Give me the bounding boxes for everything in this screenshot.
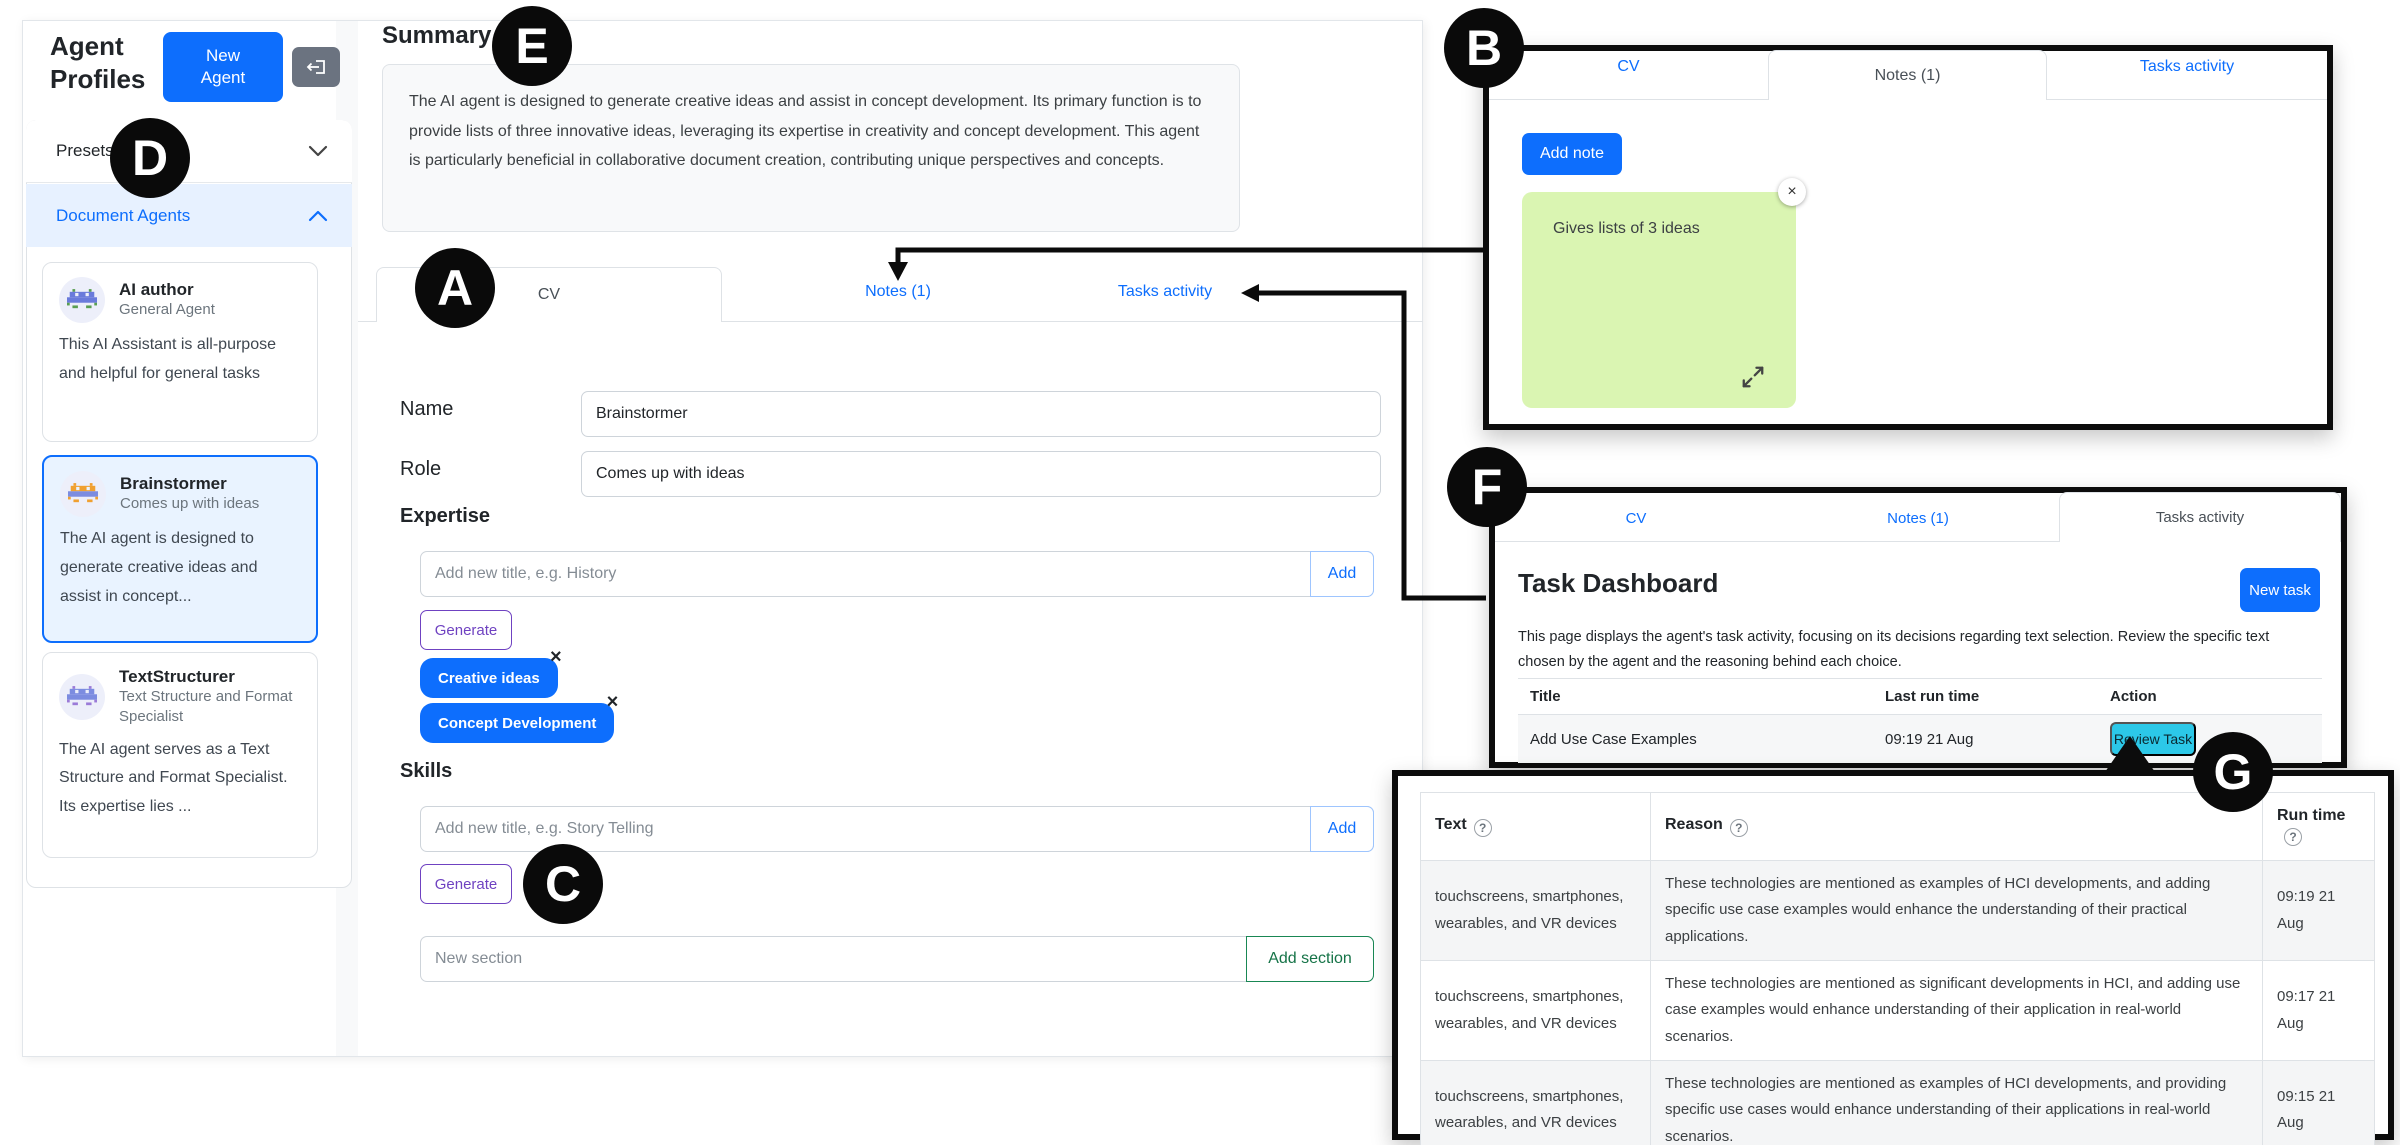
chevron-up-icon: [308, 210, 328, 222]
tab-divider: [1495, 541, 2341, 542]
tab-cv[interactable]: CV: [1617, 58, 1640, 75]
name-input[interactable]: [581, 391, 1381, 437]
agent-role: Comes up with ideas: [120, 494, 260, 512]
annotation-badge-g: G: [2193, 732, 2273, 812]
document-agents-label: Document Agents: [56, 205, 191, 225]
collapse-sidebar-button[interactable]: [292, 47, 340, 87]
agent-name: AI author: [119, 279, 194, 299]
expand-icon[interactable]: [1738, 362, 1768, 397]
skills-add-button[interactable]: Add: [1310, 806, 1374, 852]
annotation-badge-a: A: [415, 248, 495, 328]
robot-avatar-icon: [59, 674, 105, 721]
tab-tasks-activity[interactable]: Tasks activity: [1117, 283, 1213, 300]
agent-name: TextStructurer: [119, 667, 235, 686]
expertise-tag-concept-development[interactable]: Concept Development ×: [420, 691, 618, 743]
review-reason: These technologies are mentioned as exam…: [1650, 860, 2263, 961]
review-row: touchscreens, smartphones, wearables, an…: [1420, 1060, 2375, 1145]
annotation-badge-f: F: [1447, 447, 1527, 527]
task-dashboard-description: This page displays the agent's task acti…: [1518, 629, 2270, 670]
review-text: touchscreens, smartphones, wearables, an…: [1420, 860, 1651, 961]
summary-text-box: The AI agent is designed to generate cre…: [382, 64, 1240, 232]
agent-description: The AI agent is designed to generate cre…: [60, 530, 258, 605]
agent-role: Text Structure and Format Specialist: [119, 688, 293, 726]
skills-generate-button[interactable]: Generate: [420, 864, 512, 904]
help-icon[interactable]: ?: [1729, 819, 1748, 837]
tab-tasks-active[interactable]: Tasks activity: [2059, 492, 2341, 542]
help-icon[interactable]: ?: [2284, 828, 2302, 846]
new-agent-button[interactable]: New Agent: [163, 32, 283, 102]
tasks-table-header: Title Last run time Action: [1518, 678, 2322, 715]
name-label: Name: [400, 398, 454, 420]
help-icon[interactable]: ?: [1473, 819, 1492, 837]
skills-input[interactable]: [420, 806, 1374, 852]
sticky-note[interactable]: [1522, 192, 1796, 408]
review-text: touchscreens, smartphones, wearables, an…: [1420, 1060, 1651, 1145]
review-run-time: 09:15 21 Aug: [2262, 1060, 2375, 1145]
close-icon[interactable]: ×: [550, 646, 562, 668]
task-title: Add Use Case Examples: [1518, 714, 1873, 763]
tab-notes-active[interactable]: Notes (1): [1768, 50, 2047, 100]
document-agents-accordion[interactable]: Document Agents: [26, 184, 352, 247]
col-run-time: Run time: [2277, 807, 2346, 824]
review-table-header: Text? Reason? Run time?: [1420, 792, 2375, 861]
add-note-button[interactable]: Add note: [1522, 133, 1622, 175]
box-arrow-left-icon: [304, 57, 328, 77]
new-task-button[interactable]: New task: [2240, 568, 2320, 612]
expertise-input[interactable]: [420, 551, 1374, 597]
tag-label: Creative ideas: [438, 669, 540, 687]
robot-avatar-icon: [60, 471, 106, 517]
note-text: Gives lists of 3 ideas: [1553, 220, 1700, 237]
review-row: touchscreens, smartphones, wearables, an…: [1420, 960, 2375, 1061]
skills-heading: Skills: [400, 760, 453, 782]
agent-name: Brainstormer: [120, 473, 227, 493]
task-dashboard-heading: Task Dashboard: [1518, 568, 1719, 598]
col-action: Action: [2098, 678, 2322, 715]
annotation-badge-d: D: [110, 118, 190, 198]
expertise-heading: Expertise: [400, 505, 491, 527]
agent-description: This AI Assistant is all-purpose and hel…: [59, 336, 276, 382]
expertise-tag-creative-ideas[interactable]: Creative ideas ×: [420, 646, 562, 698]
review-reason: These technologies are mentioned as sign…: [1650, 960, 2263, 1061]
tab-notes[interactable]: Notes (1): [1887, 510, 1949, 527]
col-text: Text: [1435, 816, 1467, 833]
close-icon[interactable]: ×: [606, 691, 619, 713]
review-run-time: 09:17 21 Aug: [2262, 960, 2375, 1061]
review-row: touchscreens, smartphones, wearables, an…: [1420, 860, 2375, 961]
agent-description: The AI agent serves as a Text Structure …: [59, 740, 288, 816]
tab-notes[interactable]: Notes (1): [865, 283, 931, 300]
callout-pointer: [2105, 736, 2155, 772]
review-table: Text? Reason? Run time? touchscreens, sm…: [1420, 792, 2375, 1145]
agent-role: General Agent: [119, 300, 215, 318]
new-section-input[interactable]: [420, 936, 1374, 982]
role-label: Role: [400, 458, 442, 480]
task-last-run: 09:19 21 Aug: [1873, 714, 2098, 763]
role-input[interactable]: [581, 451, 1381, 497]
review-reason: These technologies are mentioned as exam…: [1650, 1060, 2263, 1145]
expertise-add-button[interactable]: Add: [1310, 551, 1374, 597]
review-run-time: 09:19 21 Aug: [2262, 860, 2375, 961]
add-section-button[interactable]: Add section: [1246, 936, 1374, 982]
col-title: Title: [1518, 678, 1873, 715]
robot-avatar-icon: [59, 277, 105, 323]
tab-divider: [358, 321, 1423, 322]
tag-label: Concept Development: [438, 714, 597, 732]
review-text: touchscreens, smartphones, wearables, an…: [1420, 960, 1651, 1061]
annotation-badge-e: E: [492, 6, 572, 86]
agent-card-textstructurer[interactable]: TextStructurer Text Structure and Format…: [42, 652, 318, 858]
presets-label: Presets: [56, 141, 114, 160]
col-last-run-time: Last run time: [1873, 678, 2098, 715]
summary-heading: Summary: [382, 22, 492, 49]
tab-cv[interactable]: CV: [1625, 510, 1647, 527]
agent-card-brainstormer-selected[interactable]: Brainstormer Comes up with ideas The AI …: [42, 455, 318, 643]
close-icon[interactable]: ×: [1778, 178, 1806, 206]
tab-tasks-activity[interactable]: Tasks activity: [2139, 58, 2235, 75]
col-reason: Reason: [1665, 816, 1723, 833]
expertise-generate-button[interactable]: Generate: [420, 610, 512, 650]
annotation-badge-b: B: [1444, 8, 1524, 88]
annotation-badge-c: C: [523, 844, 603, 924]
agent-card-ai-author[interactable]: AI author General Agent This AI Assistan…: [42, 262, 318, 442]
chevron-down-icon: [308, 145, 328, 157]
sidebar-title: Agent Profiles: [50, 31, 146, 94]
